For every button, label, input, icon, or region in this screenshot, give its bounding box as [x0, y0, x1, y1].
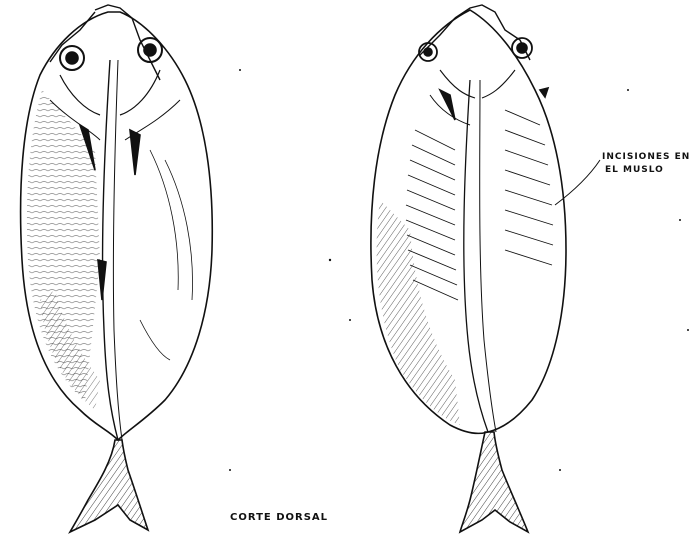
right-flank-incisions: [505, 110, 553, 265]
left-fish-tail: [70, 440, 148, 532]
incision-label: INCISIONES EN EL MUSLO: [602, 151, 690, 177]
incision-label-line1: INCISIONES EN: [602, 151, 690, 164]
paper-specks: [229, 69, 689, 471]
right-fish: [371, 5, 566, 532]
incision-label-line2: EL MUSLO: [602, 164, 690, 177]
right-fish-tail: [460, 432, 528, 532]
left-fish: [21, 5, 213, 532]
figure-caption: CORTE DORSAL: [230, 512, 328, 523]
